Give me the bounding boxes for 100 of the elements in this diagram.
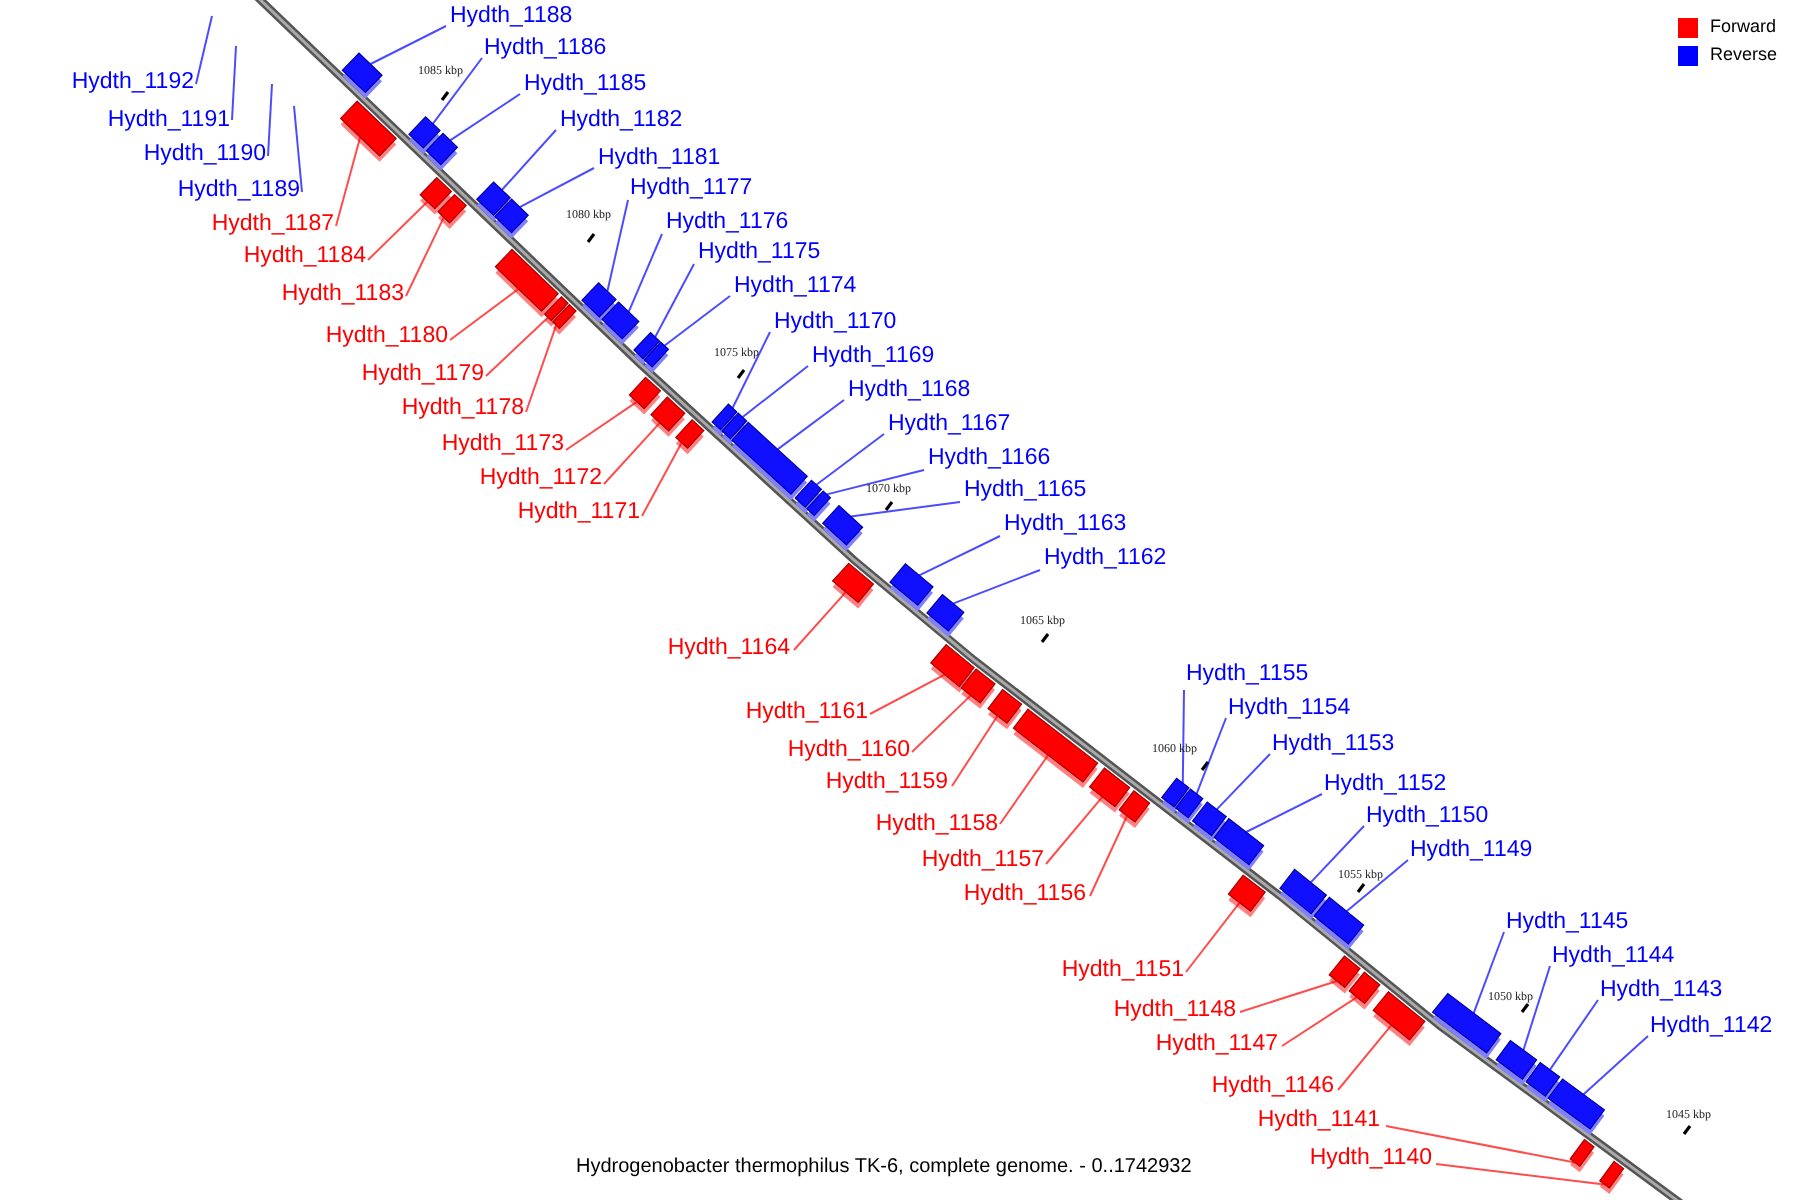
gene-label: Hydth_1189 xyxy=(177,178,300,204)
gene-label: Hydth_1170 xyxy=(774,310,897,336)
leader-line xyxy=(1472,931,1505,1015)
leader-line xyxy=(1522,965,1551,1052)
leader-line xyxy=(1195,717,1227,795)
gene-block xyxy=(551,303,577,335)
gene-block xyxy=(341,52,383,99)
gene-label: Hydth_1153 xyxy=(1272,732,1395,758)
gene-block xyxy=(1598,1160,1625,1194)
gene-label: Hydth_1156 xyxy=(963,882,1086,908)
gene-label: Hydth_1162 xyxy=(1044,546,1167,572)
gene-label: Hydth_1179 xyxy=(361,362,484,388)
legend-label: Reverse xyxy=(1710,44,1778,66)
gene-label: Hydth_1146 xyxy=(1211,1074,1334,1100)
gene-label: Hydth_1167 xyxy=(888,412,1011,438)
gene-label: Hydth_1165 xyxy=(964,478,1087,504)
leader-line xyxy=(627,233,663,313)
gene-block xyxy=(494,198,530,239)
leader-line xyxy=(606,199,629,293)
leader-line xyxy=(951,715,999,787)
leader-line xyxy=(369,25,447,65)
leader-line xyxy=(405,216,445,297)
gene-block xyxy=(821,504,864,551)
gene-label: Hydth_1183 xyxy=(281,282,404,308)
gene-label: Hydth_1148 xyxy=(1113,998,1236,1024)
gene-label: Hydth_1160 xyxy=(787,738,910,764)
leader-line xyxy=(663,295,731,347)
gene-block xyxy=(831,562,875,609)
gene-label: Hydth_1142 xyxy=(1650,1014,1773,1040)
leader-line xyxy=(603,421,661,485)
leader-line xyxy=(815,433,885,486)
leader-line xyxy=(485,316,549,377)
gene-label: Hydth_1166 xyxy=(928,446,1051,472)
gene-block xyxy=(1227,874,1267,918)
gene-label: Hydth_1159 xyxy=(825,770,948,796)
gene-label: Hydth_1152 xyxy=(1324,772,1447,798)
leader-line xyxy=(1309,825,1365,884)
gene-label: Hydth_1185 xyxy=(524,72,647,98)
gene-label: Hydth_1164 xyxy=(667,636,790,662)
leader-line xyxy=(1385,1125,1576,1164)
gene-label: Hydth_1173 xyxy=(441,432,564,458)
leader-line xyxy=(195,15,213,85)
gene-label: Hydth_1191 xyxy=(107,108,230,134)
leader-line xyxy=(849,501,961,518)
leader-line xyxy=(335,136,362,227)
leader-line xyxy=(518,167,595,209)
legend-label: Forward xyxy=(1710,16,1777,38)
gene-label: Hydth_1150 xyxy=(1366,804,1489,830)
gene-block xyxy=(1547,1078,1606,1135)
leader-line xyxy=(431,57,483,125)
leader-line xyxy=(1089,815,1128,897)
leader-line xyxy=(449,93,521,142)
gene-label: Hydth_1187 xyxy=(211,212,334,238)
leader-line xyxy=(267,83,273,157)
gene-block xyxy=(1213,817,1265,871)
leader-line xyxy=(1337,1024,1393,1091)
leader-line xyxy=(231,45,237,121)
gene-block xyxy=(1012,708,1099,788)
gene-block xyxy=(437,193,468,229)
gene-label: Hydth_1172 xyxy=(479,466,602,492)
leader-line xyxy=(999,754,1050,825)
gene-block xyxy=(643,341,670,373)
gene-label: Hydth_1161 xyxy=(745,700,868,726)
leader-line xyxy=(1181,689,1185,784)
gene-block xyxy=(806,490,832,522)
leader-line xyxy=(741,365,809,419)
gene-block xyxy=(889,562,934,612)
gene-block xyxy=(1313,896,1365,950)
leader-line xyxy=(654,263,695,338)
leader-line xyxy=(1245,793,1323,833)
gene-block xyxy=(926,593,965,637)
gene-label: Hydth_1177 xyxy=(630,176,753,202)
leader-line xyxy=(869,673,946,715)
gene-block xyxy=(339,100,398,162)
leader-line xyxy=(793,591,847,651)
gene-block xyxy=(987,688,1023,730)
gene-block xyxy=(960,668,996,709)
gene-label: Hydth_1186 xyxy=(484,36,607,62)
gene-label: Hydth_1141 xyxy=(1257,1108,1380,1134)
gene-label: Hydth_1192 xyxy=(71,70,194,96)
leader-line xyxy=(500,129,557,191)
gene-label: Hydth_1163 xyxy=(1004,512,1127,538)
gene-block xyxy=(425,132,459,171)
leader-line xyxy=(1215,753,1271,811)
leader-line xyxy=(952,569,1041,605)
gene-label: Hydth_1169 xyxy=(812,344,935,370)
gene-label: Hydth_1155 xyxy=(1186,662,1309,688)
gene-block xyxy=(1372,990,1426,1046)
leader-line xyxy=(525,324,558,413)
gene-label: Hydth_1175 xyxy=(698,240,821,266)
gene-label: Hydth_1188 xyxy=(450,4,573,30)
leader-line xyxy=(641,441,683,517)
leader-line xyxy=(911,694,972,753)
gene-label: Hydth_1145 xyxy=(1506,910,1629,936)
gene-label: Hydth_1143 xyxy=(1600,978,1723,1004)
gene-block xyxy=(628,376,662,415)
gene-label: Hydth_1149 xyxy=(1410,838,1533,864)
gene-label: Hydth_1184 xyxy=(243,244,366,270)
gene-label: Hydth_1168 xyxy=(848,378,971,404)
leader-line xyxy=(565,400,638,451)
